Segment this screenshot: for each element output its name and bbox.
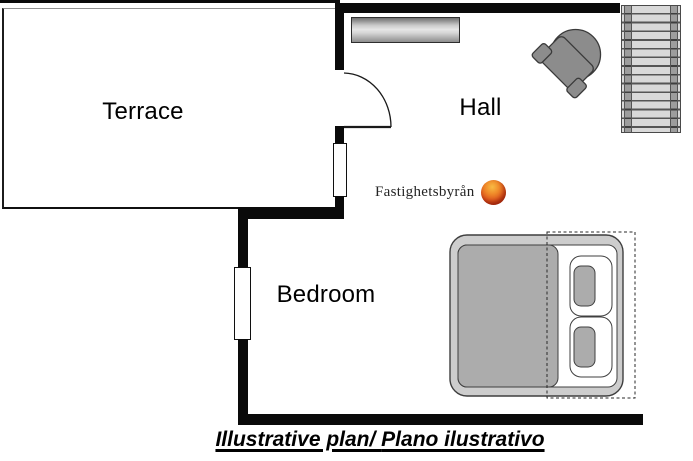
terrace-hall-divider-wall-lower	[335, 196, 344, 209]
terrace-hall-divider-wall-mid	[335, 126, 344, 144]
logo-globe-icon	[480, 180, 506, 205]
sideboard	[351, 17, 460, 43]
brand-logo: Fastighetsbyrån	[375, 180, 506, 205]
hall-bedroom-wall	[238, 207, 344, 219]
brand-logo-text: Fastighetsbyrån	[375, 184, 475, 200]
room-label-bedroom: Bedroom	[276, 281, 376, 308]
bed-pillow-bottom-inner	[573, 326, 596, 368]
door-swing-icon	[343, 72, 392, 129]
caption: Illustrative plan/ Plano ilustrativo	[168, 428, 592, 452]
bed-pillow-top-inner	[573, 265, 596, 307]
room-label-hall: Hall	[459, 94, 502, 121]
staircase-icon	[621, 5, 681, 133]
terrace-hall-divider-wall-upper	[335, 3, 344, 70]
bedroom-left-wall-lower	[238, 339, 248, 417]
terrace-room-outline	[2, 8, 339, 209]
terrace-top-outer-wall	[0, 0, 340, 3]
bottom-exterior-wall	[238, 414, 643, 425]
double-bed-icon	[449, 231, 636, 399]
dashed-wardrobe-outline	[546, 231, 636, 399]
hall-top-wall	[335, 3, 620, 13]
armchair-icon	[531, 28, 602, 99]
caption-separator: /	[369, 428, 382, 451]
bedroom-left-wall-upper	[238, 207, 248, 268]
room-label-terrace: Terrace	[102, 98, 184, 125]
bed-duvet	[457, 244, 559, 388]
stairs-left-stringer	[624, 6, 632, 132]
stairs-right-stringer	[670, 6, 678, 132]
caption-primary: Illustrative plan	[215, 428, 370, 451]
caption-secondary: Plano ilustrativo	[381, 428, 545, 451]
